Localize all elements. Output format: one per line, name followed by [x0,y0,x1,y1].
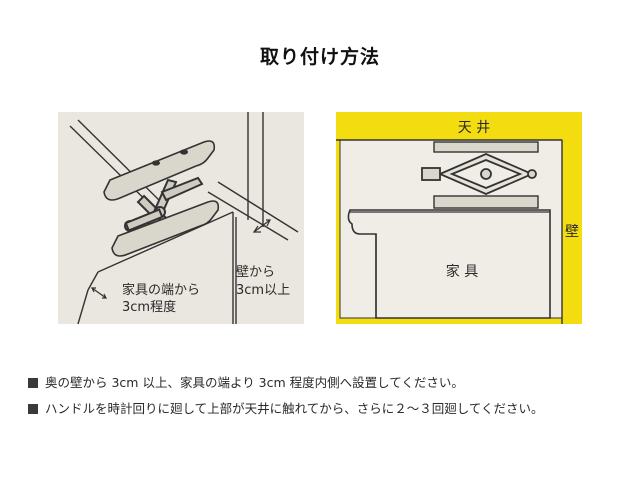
label-edge-line1: 家具の端から [122,282,200,298]
label-wall: 壁 [565,224,579,240]
square-bullet-icon [28,404,38,414]
installation-notes: 奥の壁から 3cm 以上、家具の端より 3cm 程度内側へ設置してください。 ハ… [28,374,628,426]
label-edge-line2: 3cm程度 [122,299,176,315]
note-item: ハンドルを時計回りに廻して上部が天井に触れてから、さらに２～３回廻してください。 [28,400,628,426]
label-furniture: 家 具 [446,263,478,280]
note-item: 奥の壁から 3cm 以上、家具の端より 3cm 程度内側へ設置してください。 [28,374,628,400]
note-text: ハンドルを時計回りに廻して上部が天井に触れてから、さらに２～３回廻してください。 [45,401,544,416]
square-bullet-icon [28,378,38,388]
placement-illustration-drawing: 家具の端から 3cm程度 壁から 3cm以上 [58,112,304,324]
page-title: 取り付け方法 [259,46,380,68]
installation-illustration: 天 井 壁 家 具 [336,112,582,324]
installation-illustration-drawing: 天 井 壁 家 具 [336,112,582,324]
label-wall-line2: 3cm以上 [236,283,290,298]
label-ceiling: 天 井 [458,120,490,136]
label-wall-line1: 壁から [236,265,275,280]
placement-illustration: 家具の端から 3cm程度 壁から 3cm以上 [58,112,304,324]
note-text: 奥の壁から 3cm 以上、家具の端より 3cm 程度内側へ設置してください。 [45,375,464,390]
